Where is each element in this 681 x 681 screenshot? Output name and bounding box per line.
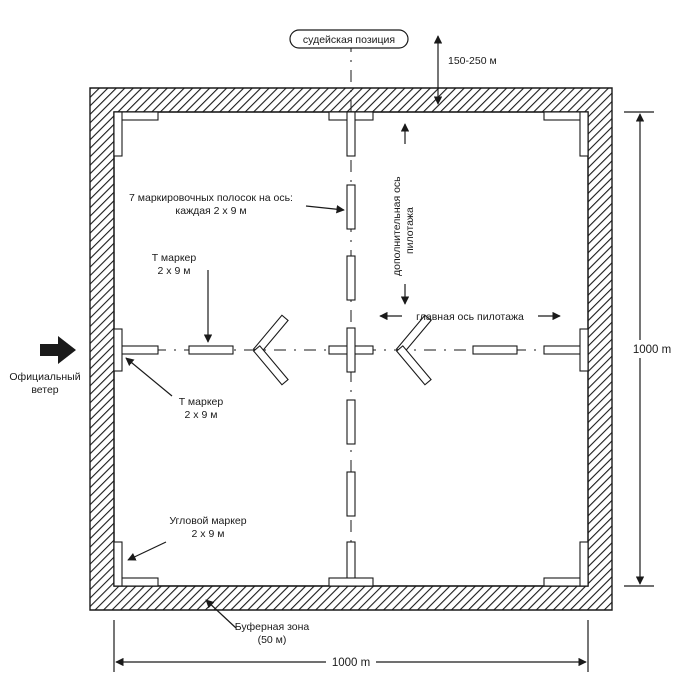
dim-right-label-bg	[626, 340, 678, 358]
wind-arrow-icon	[40, 336, 76, 364]
t-marker-bottom-label-2: 2 x 9 м	[185, 409, 218, 421]
judge-position-label: судейская позиция	[303, 34, 395, 46]
judge-distance-label: 150-250 м	[448, 55, 497, 67]
t-marker-top-label-2: 2 x 9 м	[158, 265, 191, 277]
secondary-axis-label-1: дополнительная ось	[391, 176, 403, 276]
corner-marker-top-right	[543, 111, 589, 157]
corner-marker-bottom-left	[113, 541, 159, 587]
chevron-marker-left	[252, 314, 289, 386]
secondary-axis-strip-center	[346, 327, 356, 373]
secondary-axis-strip-6	[346, 471, 356, 517]
t-marker-top-label-1: T маркер	[152, 252, 197, 264]
chevron-marker-right	[395, 314, 432, 386]
t-marker-bottom-label-1: T маркер	[179, 396, 224, 408]
buffer-zone-leader	[205, 599, 237, 629]
seven-strips-label-2: каждая 2 x 9 м	[175, 205, 246, 217]
buffer-zone-label-2: (50 м)	[258, 634, 287, 646]
corner-marker-leader	[127, 541, 167, 561]
secondary-axis-strip-top-t-stem	[346, 111, 356, 157]
corner-marker-label-1: Угловой маркер	[169, 515, 246, 527]
official-wind-label-1: Официальный	[9, 371, 80, 383]
main-axis-strip-right-t-stem	[579, 328, 589, 372]
dim-bottom-label-bg	[326, 655, 376, 669]
main-axis-strip-1	[188, 345, 234, 355]
secondary-axis-strip-5	[346, 399, 356, 445]
corner-marker-top-left	[113, 111, 159, 157]
main-axis-strip-5	[472, 345, 518, 355]
corner-marker-label-2: 2 x 9 м	[192, 528, 225, 540]
secondary-axis-strip-bottom-t	[328, 577, 374, 587]
corner-marker-bottom-right	[543, 541, 589, 587]
secondary-axis-strip-3	[346, 255, 356, 301]
secondary-axis-label-2: пилотажа	[404, 207, 416, 254]
main-axis-label: главная ось пилотажа	[416, 311, 524, 323]
seven-strips-leader	[305, 205, 345, 214]
t-marker-bottom-leader	[125, 357, 173, 397]
dim-bottom-label: 1000 m	[332, 657, 370, 669]
buffer-zone-label-1: Буферная зона	[235, 621, 310, 633]
seven-strips-label-1: 7 маркировочных полосок на ось:	[129, 192, 293, 204]
dim-right-label: 1000 m	[633, 344, 671, 356]
main-axis-strip-left-t-stem	[113, 328, 123, 372]
official-wind-label-2: ветер	[31, 384, 58, 396]
judge-position-box	[289, 29, 409, 49]
secondary-axis-strip-2	[346, 184, 356, 230]
